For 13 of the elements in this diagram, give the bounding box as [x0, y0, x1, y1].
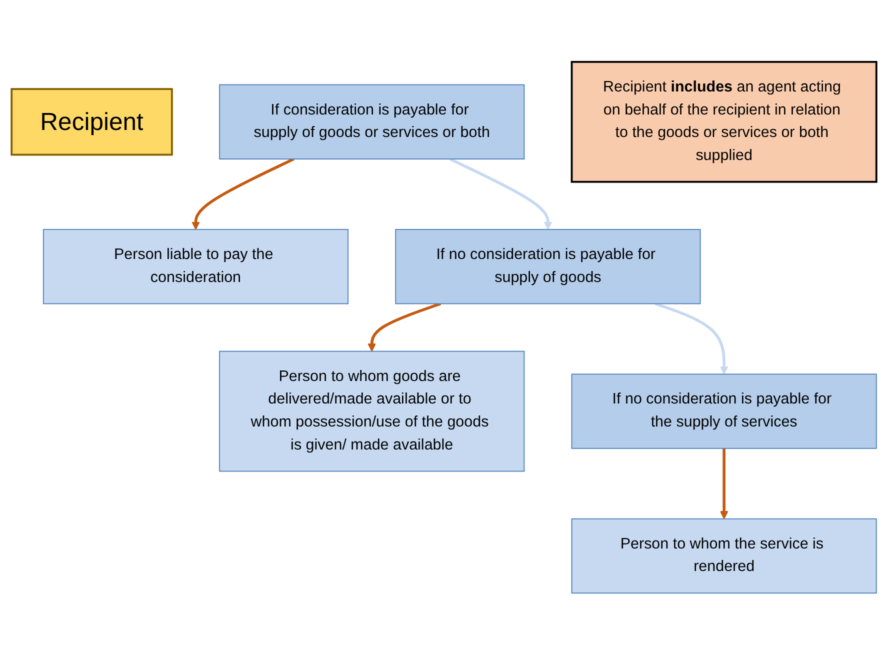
arrow [654, 302, 728, 375]
node-box: Person to whom goods are delivered/made available or to whom possession/use of the goods is given/ made available [219, 350, 525, 472]
arrow [449, 158, 552, 230]
arrow [720, 448, 728, 520]
arrow [368, 302, 442, 352]
node-box: Person liable to pay the consideration [42, 228, 349, 304]
node-box: If no consideration is payable for the supply of services [571, 374, 877, 449]
node-box: Recipient [10, 88, 173, 156]
node-box: Person to whom the service is rendered [571, 518, 877, 594]
node-box: If consideration is payable for supply of goods or services or both [219, 84, 525, 160]
node-box: Recipient includes an agent acting on behalf of the recipient in relation to the goods or services or both supplied [570, 60, 878, 183]
node-box: If no consideration is payable for supply of goods [395, 228, 701, 304]
arrow [192, 158, 294, 230]
